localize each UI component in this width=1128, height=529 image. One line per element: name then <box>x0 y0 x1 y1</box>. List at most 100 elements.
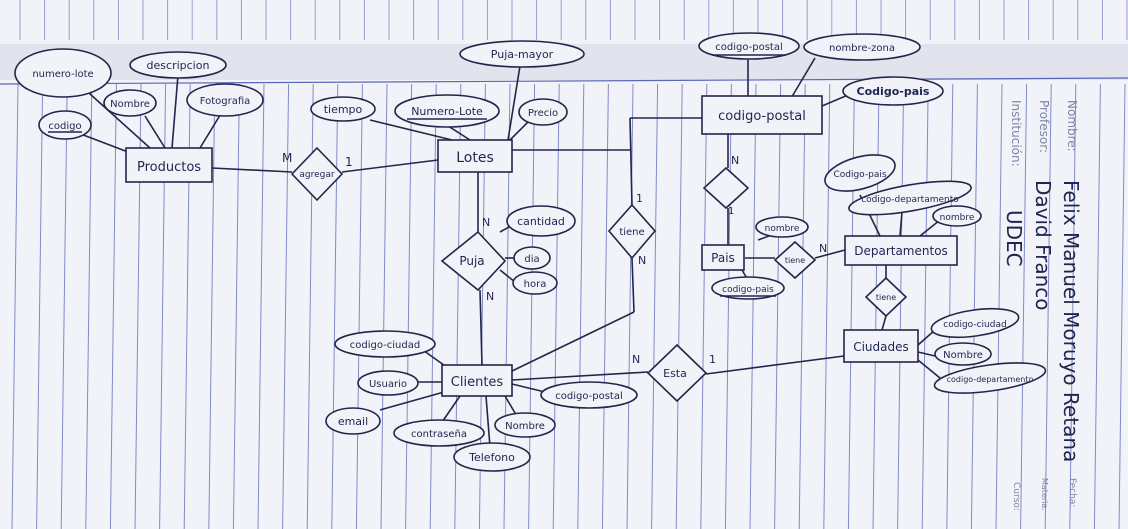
attr-codigo-ciudad-clientes: codigo-ciudad <box>334 330 436 358</box>
attr-codigo-pais: codigo-pais <box>711 276 785 300</box>
rule-line <box>946 83 954 529</box>
attr-nombre-productos: Nombre <box>103 89 157 117</box>
fecha-label: Fecha: <box>1067 478 1077 507</box>
attr-label: nombre <box>940 213 975 223</box>
attr-numero-lote-productos: numero-lote <box>14 48 112 98</box>
attr-label: nombre <box>765 224 800 234</box>
attr-precio: Precio <box>518 98 568 126</box>
rule-line <box>11 83 19 529</box>
entity-pais: Pais <box>701 244 745 271</box>
rule-line <box>921 83 929 529</box>
margin-header: Nombre: Felix Manuel Moruyo Retana Profe… <box>1002 100 1083 511</box>
rule-line <box>429 83 437 529</box>
attr-label: Nombre <box>505 421 545 432</box>
rule-line <box>232 83 240 529</box>
attr-hora: hora <box>512 271 558 295</box>
entity-clientes: Clientes <box>441 364 513 397</box>
rule-line <box>36 83 44 529</box>
attr-numero-lote: Numero-Lote <box>394 94 500 128</box>
attr-descripcion: descripcion <box>129 51 227 79</box>
attr-label: Usuario <box>369 379 407 390</box>
cardinality-n-tiene: N <box>638 254 646 267</box>
attr-codigo-postal: codigo-postal <box>698 32 800 60</box>
attr-label: Nombre <box>110 99 150 110</box>
rule-line <box>749 83 757 529</box>
nombre-value: Felix Manuel Moruyo Retana <box>1059 180 1083 462</box>
rule-line <box>897 83 905 529</box>
attr-label: Numero-Lote <box>411 105 483 118</box>
attr-fotografia: Fotografia <box>186 83 264 117</box>
cardinality-n-esta: N <box>632 353 640 366</box>
attr-label: email <box>338 415 368 428</box>
attr-label: codigo-departamento <box>947 375 1034 384</box>
rule-line <box>208 83 216 529</box>
entity-ciudades: Ciudades <box>843 329 919 363</box>
rule-line <box>700 83 708 529</box>
rule-line <box>109 83 117 529</box>
cardinality-n-cp: N <box>731 154 739 167</box>
attr-codigo-departamento-ciudades: codigo-departamento <box>933 362 1047 394</box>
attr-label: nombre-zona <box>829 43 895 54</box>
relationship-label: tiene <box>876 293 896 302</box>
cardinality-labels: M 1 N N 1 N N 1 N 1 N <box>282 151 827 366</box>
attr-nombre-ciudades: Nombre <box>934 342 992 366</box>
cardinality-1-agregar: 1 <box>345 155 353 169</box>
cardinality-n-puja-top: N <box>482 216 490 229</box>
rule-line <box>577 83 585 529</box>
rule-line <box>60 83 68 529</box>
entity-label: Departamentos <box>854 244 948 258</box>
rule-line <box>552 83 560 529</box>
institucion-label: Institución: <box>1009 100 1023 167</box>
rule-line <box>724 83 732 529</box>
attr-telefono: Telefono <box>453 442 531 472</box>
attr-label: Precio <box>528 108 558 119</box>
nombre-label: Nombre: <box>1065 100 1079 152</box>
profesor-value: David Franco <box>1031 180 1055 311</box>
attr-label: codigo <box>48 121 81 132</box>
attr-label: descripcion <box>147 59 210 72</box>
rule-line <box>601 83 609 529</box>
attr-nombre-pais: nombre <box>755 216 809 238</box>
entity-label: Productos <box>137 160 201 175</box>
rule-line <box>675 83 683 529</box>
entity-departamentos: Departamentos <box>844 235 958 266</box>
rule-line <box>1069 83 1077 529</box>
attr-label: tiempo <box>324 103 363 116</box>
rule-line <box>823 83 831 529</box>
cardinality-1-cp: 1 <box>728 206 734 217</box>
attr-codigo-pais-depto: Codigo-pais <box>824 154 896 192</box>
attr-nombre-zona: nombre-zona <box>803 33 921 61</box>
attr-label: hora <box>524 279 547 290</box>
institucion-value: UDEC <box>1002 210 1026 267</box>
rule-line <box>651 83 659 529</box>
attr-label: Fotografia <box>200 96 251 107</box>
rule-line <box>380 83 388 529</box>
relationship-tiene-cp-pais <box>702 166 750 210</box>
attr-codigo-productos: codigo <box>38 110 92 140</box>
attr-dia: dia <box>513 246 551 270</box>
entity-label: Ciudades <box>853 340 909 354</box>
attr-label: codigo-postal <box>715 42 783 53</box>
rule-line <box>1093 83 1101 529</box>
rule-line <box>995 83 1003 529</box>
rule-line <box>970 83 978 529</box>
attr-codigo-pais-cp: Codigo-pais <box>842 76 944 106</box>
attr-label: Codigo-pais <box>857 85 930 98</box>
relationship-tiene-pais: tiene <box>773 240 817 280</box>
attr-label: Puja-mayor <box>491 48 554 61</box>
relationship-label: tiene <box>785 256 805 265</box>
attr-puja-mayor: Puja-mayor <box>459 40 585 68</box>
attr-email: email <box>325 407 381 435</box>
cardinality-m-agregar: M <box>282 151 292 165</box>
entity-codigo-postal: codigo-postal <box>701 95 823 135</box>
entity-label: Clientes <box>451 375 504 390</box>
rule-line <box>331 83 339 529</box>
relationship-label: Esta <box>663 367 687 380</box>
relationship-esta: Esta <box>646 343 708 403</box>
attr-nombre-departamentos: nombre <box>932 205 982 227</box>
rule-line <box>85 83 93 529</box>
cardinality-1-esta: 1 <box>709 353 716 366</box>
attr-label: dia <box>524 254 539 265</box>
attr-label: cantidad <box>517 215 565 228</box>
